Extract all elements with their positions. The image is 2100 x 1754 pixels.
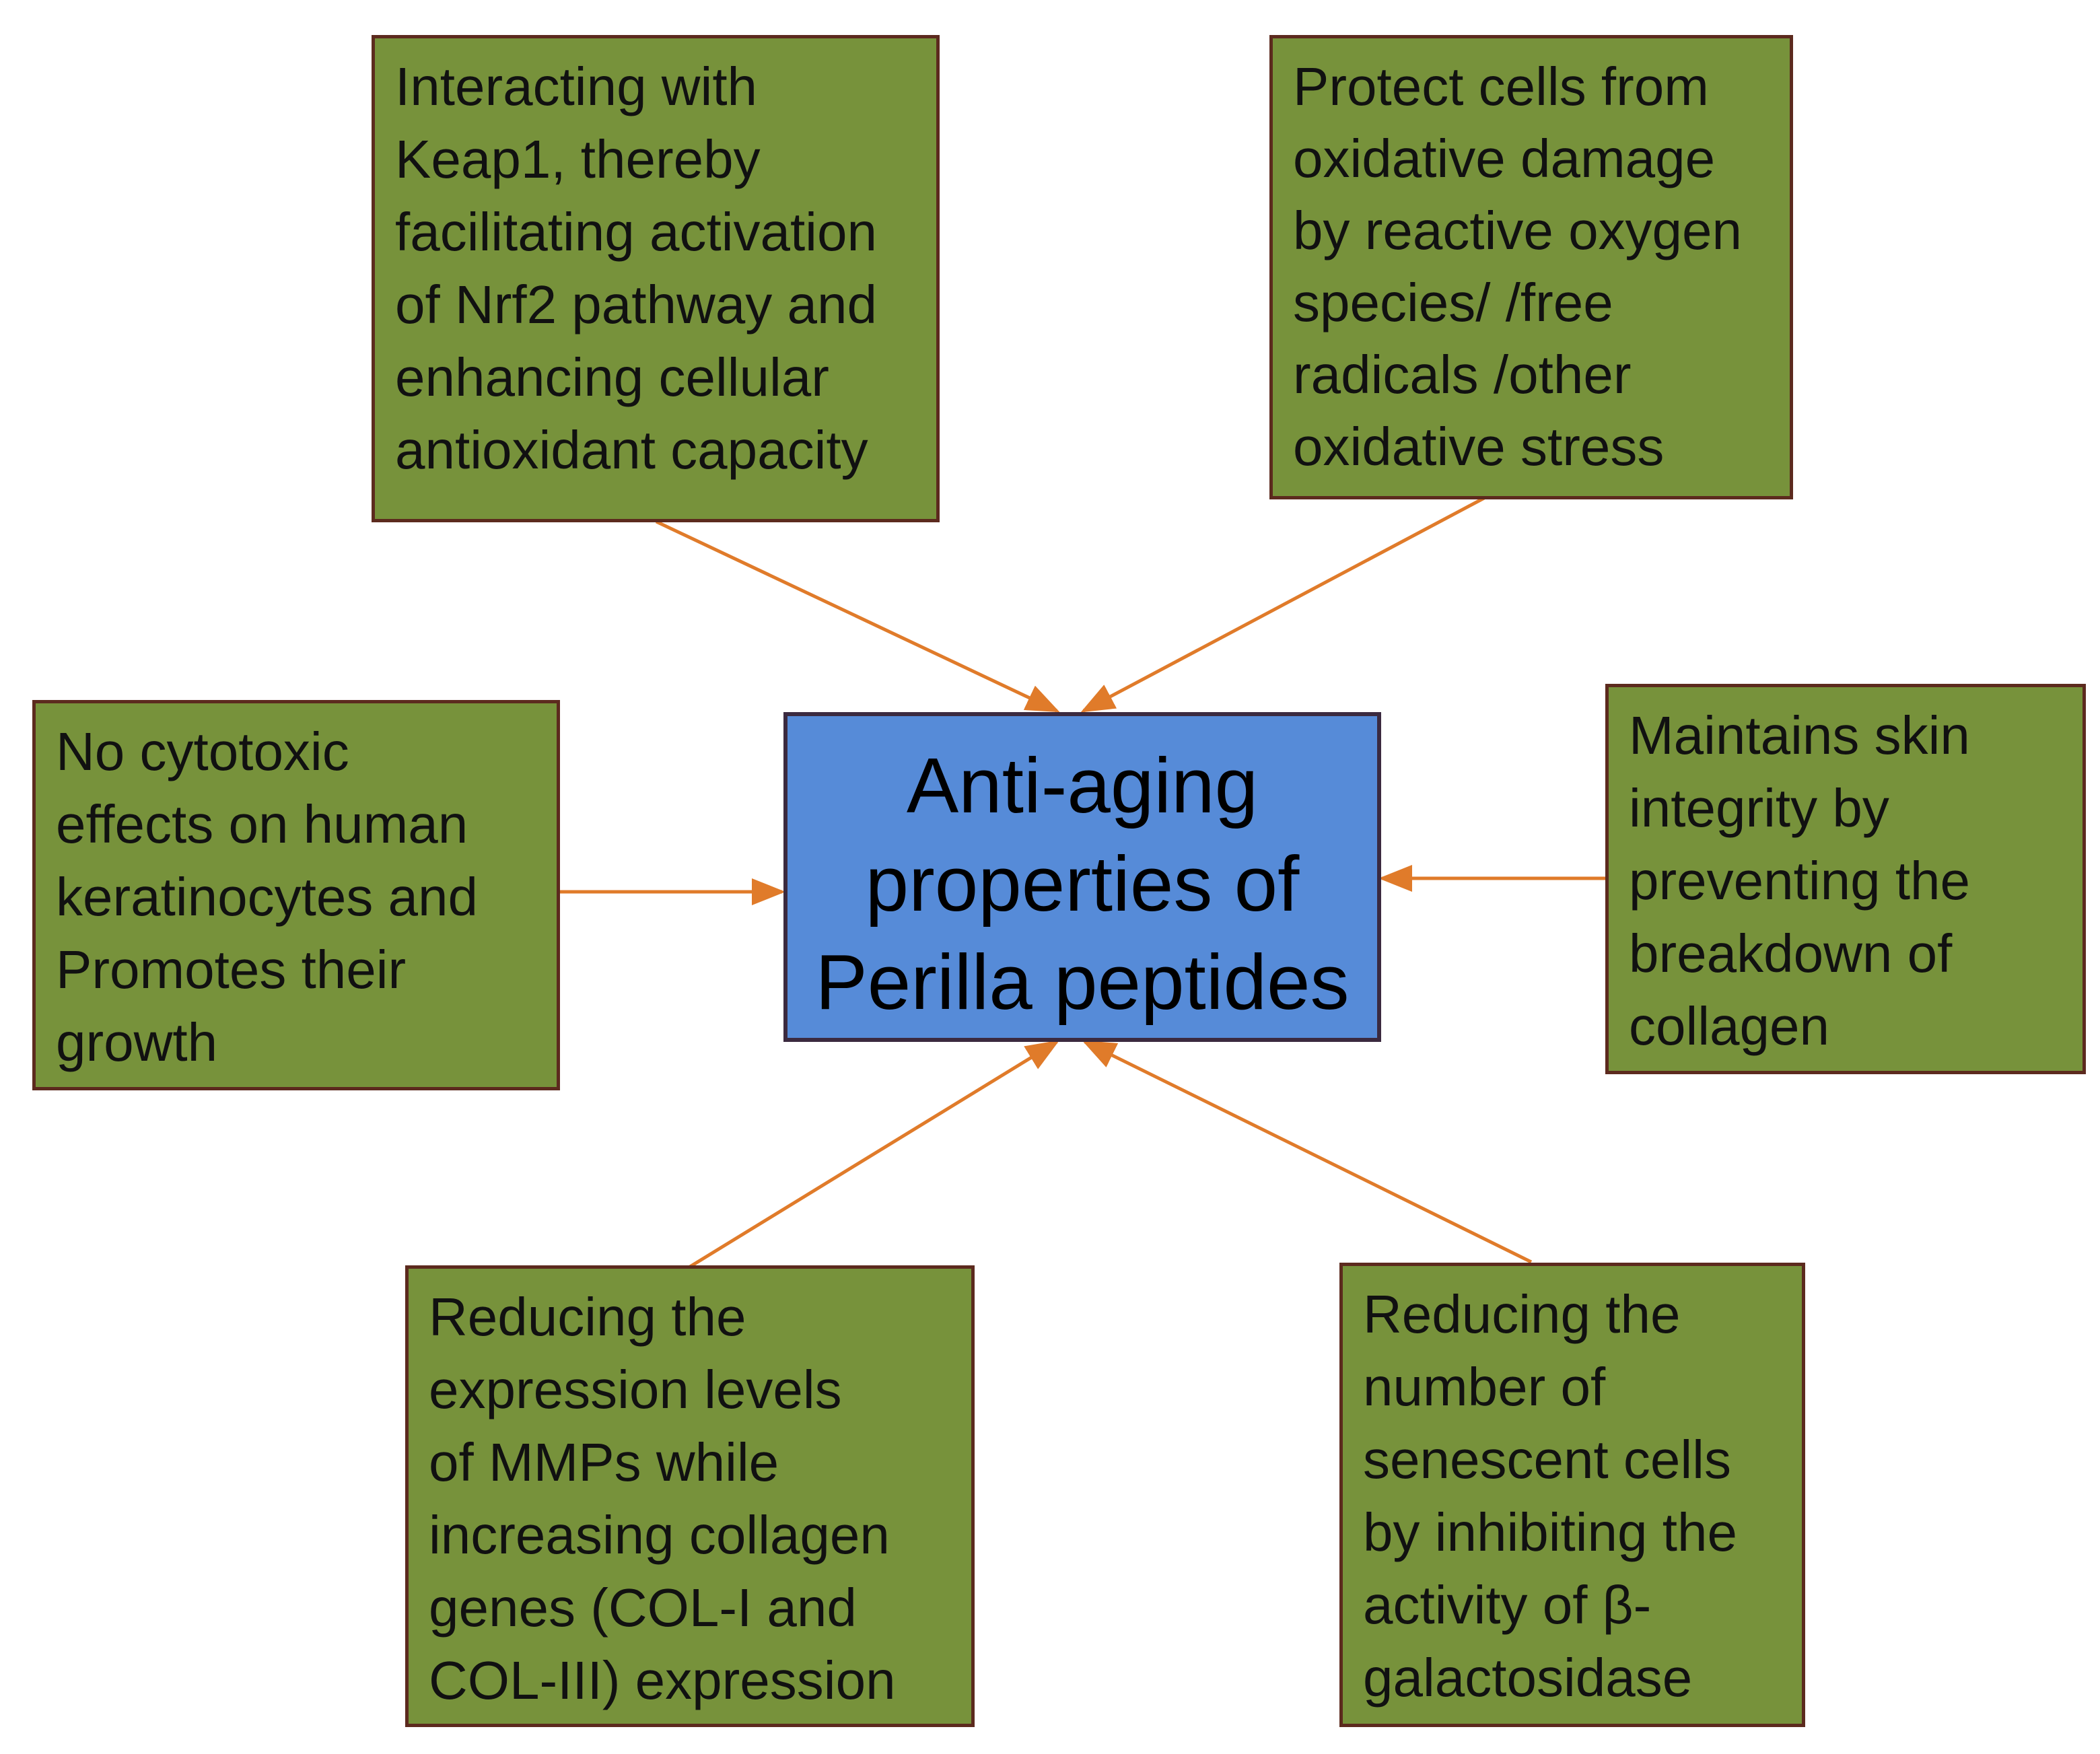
arrow-top-right-to-center <box>1080 496 1485 713</box>
box-line: Maintains skin <box>1629 705 1970 765</box>
box-top-right: Protect cells from oxidative damage by r… <box>1269 35 1793 499</box>
center-line: Anti-aging <box>906 742 1259 829</box>
box-top-left: Interacting with Keap1, thereby facilita… <box>372 35 940 522</box>
box-line: by reactive oxygen <box>1293 201 1743 260</box>
box-middle-right: Maintains skin integrity by preventing t… <box>1605 684 2086 1074</box>
box-bottom-left: Reducing the expression levels of MMPs w… <box>405 1265 975 1727</box>
box-line: collagen <box>1629 996 1830 1056</box>
box-line: effects on human <box>56 794 468 854</box>
center-line: Perilla peptides <box>815 938 1350 1026</box>
box-line: Reducing the <box>1363 1284 1681 1344</box>
box-line: radicals /other <box>1293 345 1632 405</box>
box-line: Interacting with <box>395 57 758 116</box>
box-line: growth <box>56 1012 218 1072</box>
center-line: properties of <box>865 840 1300 927</box>
box-middle-left: No cytotoxic effects on human keratinocy… <box>32 700 560 1090</box>
box-line: galactosidase <box>1363 1648 1693 1708</box>
box-line: integrity by <box>1629 778 1889 838</box>
box-line: of MMPs while <box>429 1432 779 1492</box>
box-line: Promotes their <box>56 940 407 999</box>
box-line: by inhibiting the <box>1363 1502 1737 1562</box>
box-line: oxidative damage <box>1293 129 1716 188</box>
box-line: number of <box>1363 1357 1606 1417</box>
box-line: expression levels <box>429 1360 842 1419</box>
center-box: Anti-aging properties of Perilla peptide… <box>783 712 1381 1042</box>
arrow-bottom-left-to-center <box>689 1040 1060 1269</box>
box-line: Keap1, thereby <box>395 129 761 189</box>
box-line: species/ /free <box>1293 273 1613 332</box>
box-line: oxidative stress <box>1293 417 1665 477</box>
box-line: No cytotoxic <box>56 722 349 781</box>
arrow-top-left-to-center <box>655 520 1060 713</box>
box-bottom-right: Reducing the number of senescent cells b… <box>1339 1263 1805 1727</box>
box-line: of Nrf2 pathway and <box>395 275 877 335</box>
box-line: genes (COL-I and <box>429 1578 857 1638</box>
box-line: preventing the <box>1629 851 1971 911</box>
box-line: activity of β- <box>1363 1575 1652 1635</box>
box-line: keratinocytes and <box>56 867 479 927</box>
box-line: Reducing the <box>429 1287 746 1347</box>
box-line: enhancing cellular <box>395 347 829 407</box>
box-line: facilitating activation <box>395 202 877 262</box>
box-line: Protect cells from <box>1293 57 1709 116</box>
box-line: breakdown of <box>1629 923 1953 983</box>
box-line: COL-III) expression <box>429 1650 896 1710</box>
box-line: antioxidant capacity <box>395 420 868 480</box>
box-line: increasing collagen <box>429 1505 890 1565</box>
box-line: senescent cells <box>1363 1430 1731 1489</box>
arrow-bottom-right-to-center <box>1082 1040 1533 1264</box>
